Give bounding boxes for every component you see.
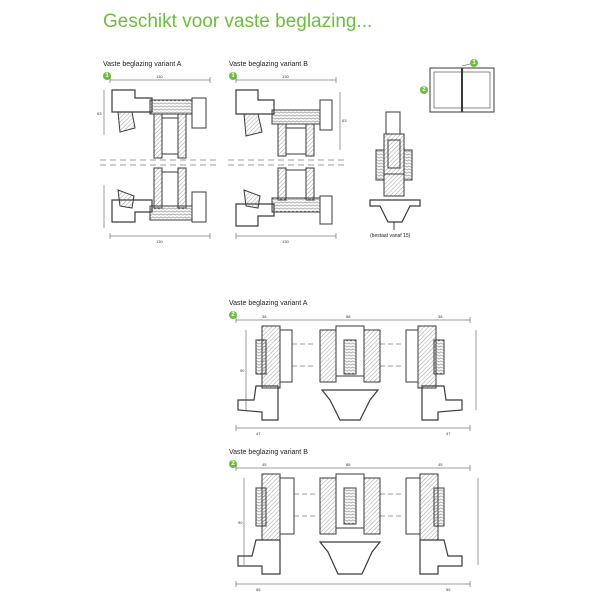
dim-horizontal-a-top-left: 38	[262, 314, 267, 319]
section-badge-1a: 1	[103, 72, 111, 80]
dim-horizontal-a-height: 90	[240, 368, 245, 373]
dim-horizontal-a-left: 47	[256, 431, 261, 436]
variant-a-horizontal-section	[235, 317, 477, 431]
dim-variant-a-bottom: 130	[156, 239, 163, 244]
dim-horizontal-a-mid: 88	[346, 314, 351, 319]
vertical-section-caption: (bestaat vanaf 15)	[370, 233, 411, 239]
dim-horizontal-a-right: 47	[446, 431, 451, 436]
section-label-variant-b-vertical: Vaste beglazing variant B	[229, 61, 308, 68]
section-badge-1b: 1	[229, 72, 237, 80]
dim-horizontal-b-mid: 88	[346, 462, 351, 467]
section-label-variant-b-horizontal: Vaste beglazing variant B	[229, 449, 308, 456]
dim-variant-a-top: 130	[156, 74, 163, 79]
page-title: Geschikt voor vaste beglazing...	[103, 11, 373, 32]
dim-horizontal-b-top-left: 45	[262, 462, 267, 467]
variant-b-horizontal-section	[235, 465, 479, 587]
section-label-variant-a-horizontal: Vaste beglazing variant A	[229, 300, 308, 307]
key-plan-badge-top: 1	[470, 59, 478, 67]
section-badge-2a: 2	[229, 311, 237, 319]
dim-variant-b-top: 130	[282, 74, 289, 79]
section-badge-2b: 2	[229, 460, 237, 468]
variant-b-vertical-section	[228, 77, 346, 239]
dim-horizontal-b-height: 90	[238, 520, 243, 525]
key-plan-badge-left: 2	[420, 86, 428, 94]
dim-variant-b-bottom: 130	[282, 239, 289, 244]
dim-horizontal-b-left: 55	[256, 587, 261, 592]
dim-horizontal-a-top-right: 38	[438, 314, 443, 319]
mullion-section	[369, 111, 421, 230]
dim-height-b: 63	[342, 118, 347, 123]
dim-height-a: 63	[97, 111, 102, 116]
variant-a-vertical-section	[100, 77, 220, 239]
key-plan	[429, 63, 495, 113]
dim-horizontal-b-top-right: 45	[438, 462, 443, 467]
dim-horizontal-b-right: 55	[446, 587, 451, 592]
section-label-variant-a-vertical: Vaste beglazing variant A	[103, 61, 182, 68]
